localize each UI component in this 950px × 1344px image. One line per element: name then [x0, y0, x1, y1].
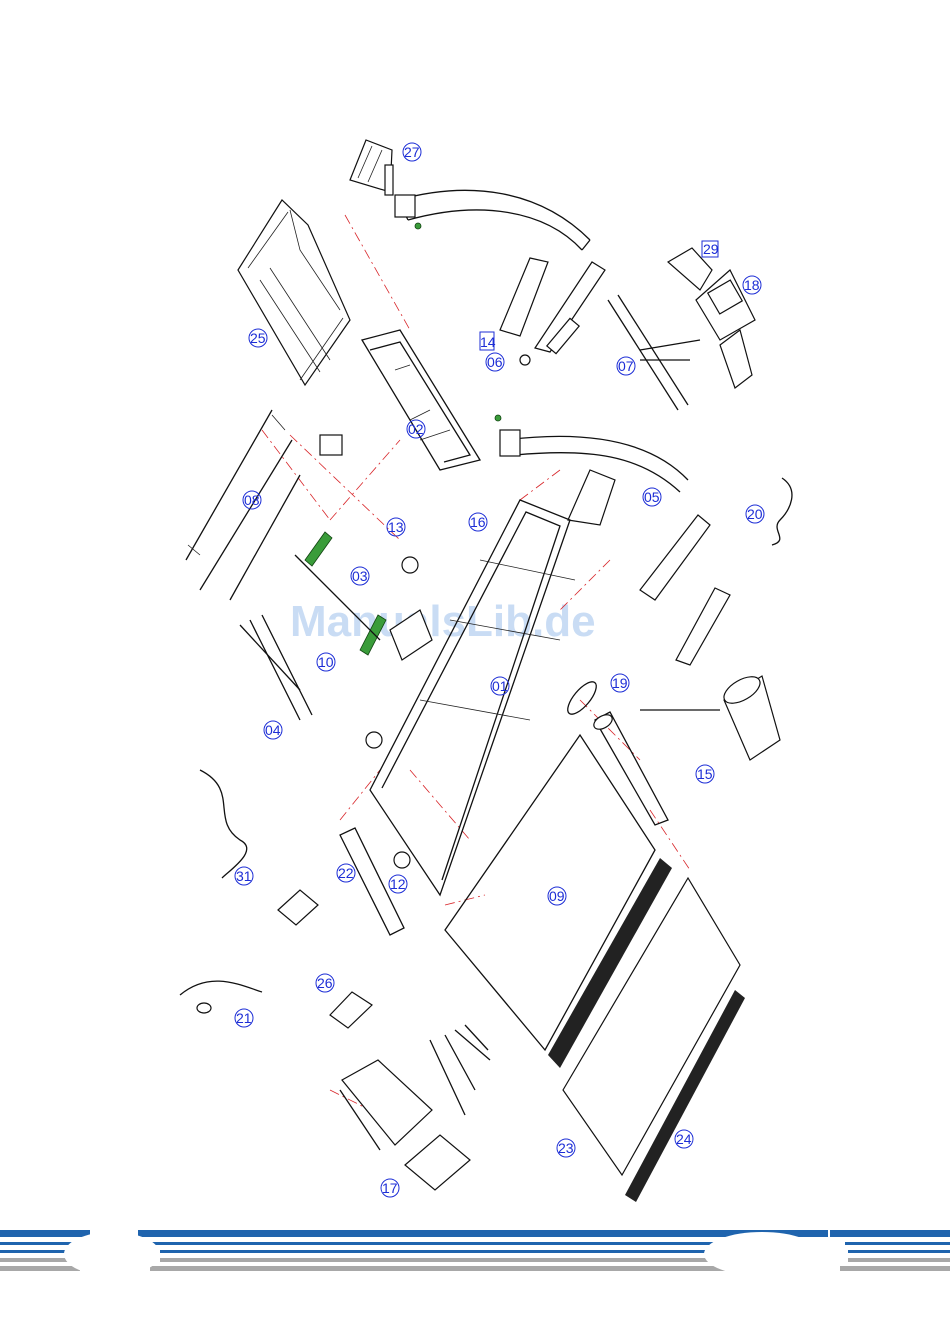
part-23-running-belt — [563, 878, 740, 1175]
svg-text:16: 16 — [470, 514, 486, 530]
callout-09: 09 — [548, 887, 566, 905]
callout-21: 21 — [235, 1009, 253, 1027]
wire-harness — [430, 1025, 490, 1115]
part-21-sensor-cable — [180, 981, 262, 1013]
svg-text:31: 31 — [236, 868, 252, 884]
svg-text:27: 27 — [404, 144, 420, 160]
front-roller — [591, 712, 668, 825]
part-22-rear-roller — [278, 828, 404, 935]
part-02-upper-frame — [320, 330, 480, 573]
callout-23: 23 — [557, 1139, 575, 1157]
svg-text:17: 17 — [382, 1180, 398, 1196]
callout-31: 31 — [235, 867, 253, 885]
svg-text:21: 21 — [236, 1010, 252, 1026]
callout-16: 16 — [469, 513, 487, 531]
callout-17: 17 — [381, 1179, 399, 1197]
svg-text:22: 22 — [338, 865, 354, 881]
callout-08: 08 — [243, 491, 261, 509]
part-25-motor-hood — [238, 200, 350, 385]
part-14-06-grip — [500, 258, 605, 365]
part-07-console-frame — [608, 295, 700, 410]
callout-18: 18 — [743, 276, 761, 294]
part-15-motor — [640, 671, 780, 760]
svg-text:24: 24 — [676, 1131, 692, 1147]
callout-04: 04 — [264, 721, 282, 739]
callout-03: 03 — [351, 567, 369, 585]
callout-26: 26 — [316, 974, 334, 992]
svg-text:02: 02 — [408, 421, 424, 437]
svg-text:01: 01 — [492, 678, 508, 694]
svg-text:14: 14 — [480, 334, 496, 350]
part-20-cable — [772, 478, 792, 545]
part-08-lift-frame — [186, 410, 300, 600]
callout-24: 24 — [675, 1130, 693, 1148]
callout-27: 27 — [403, 143, 421, 161]
svg-text:18: 18 — [744, 277, 760, 293]
svg-text:04: 04 — [265, 722, 281, 738]
part-31-power-cord — [200, 770, 247, 878]
callout-15: 15 — [696, 765, 714, 783]
part-26-rear-cap — [330, 992, 372, 1028]
part-18-console — [668, 248, 755, 388]
svg-text:15: 15 — [697, 766, 713, 782]
part-17-controller-board — [340, 1060, 470, 1190]
callout-20: 20 — [746, 505, 764, 523]
part-19-drive-belt — [563, 678, 601, 719]
watermark-text: ManualsLib.de — [290, 597, 596, 646]
svg-text:06: 06 — [487, 354, 503, 370]
callout-12: 12 — [389, 875, 407, 893]
part-05-handrail — [640, 515, 730, 665]
part-01-main-frame — [366, 500, 575, 895]
callout-01: 01 — [491, 677, 509, 695]
svg-text:19: 19 — [612, 675, 628, 691]
svg-text:13: 13 — [388, 519, 404, 535]
upright-arm-middle — [495, 415, 688, 525]
callout-25: 25 — [249, 329, 267, 347]
part-27-bracket — [350, 140, 393, 195]
callout-07: 07 — [617, 357, 635, 375]
svg-text:29: 29 — [703, 241, 719, 257]
svg-text:12: 12 — [390, 876, 406, 892]
footer-stripes — [0, 1230, 950, 1276]
svg-text:26: 26 — [317, 975, 333, 991]
callout-13: 13 — [387, 518, 405, 536]
svg-text:07: 07 — [618, 358, 634, 374]
upright-arm-upper — [395, 190, 590, 250]
callout-22: 22 — [337, 864, 355, 882]
callout-14: 14 — [480, 332, 496, 350]
svg-text:03: 03 — [352, 568, 368, 584]
svg-text:08: 08 — [244, 492, 260, 508]
callout-10: 10 — [317, 653, 335, 671]
callout-19: 19 — [611, 674, 629, 692]
callout-29: 29 — [702, 241, 719, 257]
svg-text:05: 05 — [644, 489, 660, 505]
svg-text:23: 23 — [558, 1140, 574, 1156]
svg-text:25: 25 — [250, 330, 266, 346]
svg-text:09: 09 — [549, 888, 565, 904]
svg-text:10: 10 — [318, 654, 334, 670]
svg-text:20: 20 — [747, 506, 763, 522]
callout-06: 06 — [486, 353, 504, 371]
callout-02: 02 — [407, 420, 425, 438]
callout-05: 05 — [643, 488, 661, 506]
